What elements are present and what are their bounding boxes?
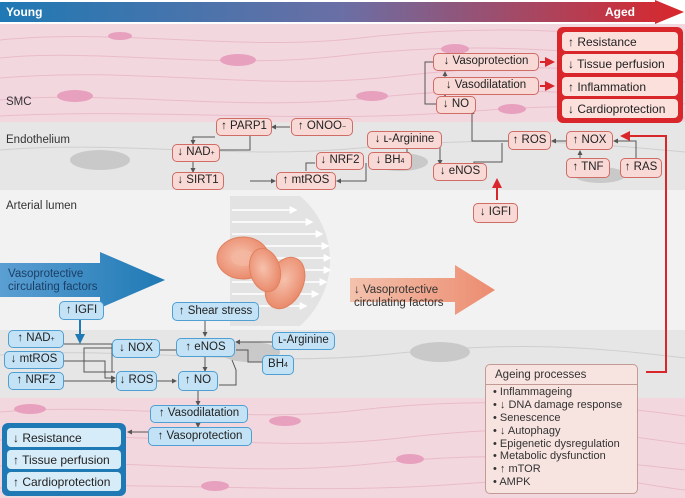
endothelial-nucleus bbox=[410, 342, 470, 362]
node-enos-up: ↑ eNOS bbox=[176, 338, 235, 357]
node-vasodilatation-down: ↓ Vasodilatation bbox=[433, 77, 539, 95]
outcome-inflammation-up: ↑ Inflammation bbox=[562, 77, 678, 96]
node-igf1-down: ↓ IGFI bbox=[473, 203, 518, 223]
aged-circulating-factors-label: ↓ Vasoprotective circulating factors bbox=[354, 284, 444, 309]
ageing-processes-list: Inflammageing ↓ DNA damage response Sene… bbox=[493, 386, 622, 489]
smc-nucleus bbox=[269, 416, 301, 426]
ageing-item-inflammageing: Inflammageing bbox=[493, 386, 622, 399]
young-outcomes-panel: ↓ Resistance ↑ Tissue perfusion ↑ Cardio… bbox=[2, 423, 126, 496]
smc-nucleus bbox=[356, 91, 388, 101]
arterial-lumen-label: Arterial lumen bbox=[6, 200, 77, 212]
node-no-down: ↓ NO bbox=[436, 96, 476, 114]
node-vasoprotection-down: ↓ Vasoprotection bbox=[433, 53, 539, 71]
ageing-item-metabolic-dysfunction: Metabolic dysfunction bbox=[493, 450, 622, 463]
outcome-tissue-perfusion-down: ↓ Tissue perfusion bbox=[562, 54, 678, 73]
endothelium-label: Endothelium bbox=[6, 134, 70, 146]
node-mtros-up: ↑ mtROS bbox=[276, 172, 336, 190]
smc-nucleus bbox=[108, 32, 132, 40]
outcome-resistance-up: ↑ Resistance bbox=[562, 32, 678, 51]
aged-outcomes-panel: ↑ Resistance ↓ Tissue perfusion ↑ Inflam… bbox=[557, 27, 683, 123]
node-shear-stress-up: ↑ Shear stress bbox=[172, 302, 259, 321]
smc-nucleus bbox=[57, 90, 93, 102]
young-label: Young bbox=[6, 5, 43, 19]
smc-nucleus bbox=[396, 454, 424, 464]
node-nrf2-up: ↑ NRF2 bbox=[8, 372, 64, 390]
ageing-item-senescence: Senescence bbox=[493, 412, 622, 425]
node-ros-up: ↑ ROS bbox=[508, 131, 551, 150]
age-gradient-arrow bbox=[0, 0, 684, 24]
ageing-item-dna-damage-response: ↓ DNA damage response bbox=[493, 399, 622, 412]
node-nad-down: ↓ NAD+ bbox=[172, 144, 220, 162]
node-vasoprotection-up: ↑ Vasoprotection bbox=[148, 427, 252, 446]
smc-label: SMC bbox=[6, 96, 32, 108]
node-nrf2-down: ↓ NRF2 bbox=[316, 152, 364, 170]
node-nad-up: ↑ NAD+ bbox=[8, 330, 64, 348]
smc-nucleus bbox=[201, 481, 229, 491]
ageing-item-mtor: ↑ mTOR bbox=[493, 463, 622, 476]
node-parp1-up: ↑ PARP1 bbox=[216, 118, 272, 136]
red-blood-cell bbox=[248, 247, 282, 293]
young-circulating-factors-label: Vasoprotective circulating factors bbox=[8, 268, 98, 293]
node-sirt1-down: ↓ SIRT1 bbox=[172, 172, 224, 190]
node-nox-down: ↓ NOX bbox=[112, 339, 160, 358]
node-ros-down: ↓ ROS bbox=[116, 371, 157, 391]
ageing-item-epigenetic-dysregulation: Epigenetic dysregulation bbox=[493, 438, 622, 451]
ageing-processes-title: Ageing processes bbox=[486, 365, 637, 385]
aged-label: Aged bbox=[605, 5, 635, 19]
smc-nucleus bbox=[220, 54, 256, 66]
node-vasodilatation-up: ↑ Vasodilatation bbox=[150, 405, 248, 423]
smc-nucleus bbox=[498, 104, 526, 114]
node-l-arginine-down: ↓ ʟ-Arginine bbox=[367, 131, 442, 149]
outcome-tissue-perfusion-up: ↑ Tissue perfusion bbox=[7, 450, 121, 469]
node-l-arginine: ʟ-Arginine bbox=[272, 332, 335, 350]
ageing-processes-box: Ageing processes Inflammageing ↓ DNA dam… bbox=[485, 364, 638, 494]
node-igf1-up: ↑ IGFI bbox=[59, 301, 104, 320]
endothelial-nucleus bbox=[70, 150, 130, 170]
smc-nucleus bbox=[14, 404, 46, 414]
outcome-cardioprotection-down: ↓ Cardioprotection bbox=[562, 99, 678, 118]
ageing-item-ampk: AMPK bbox=[493, 476, 622, 489]
smc-nucleus bbox=[441, 44, 469, 54]
node-onoo-up: ↑ ONOO− bbox=[291, 118, 353, 136]
ageing-item-autophagy: ↓ Autophagy bbox=[493, 425, 622, 438]
node-tnf-up: ↑ TNF bbox=[566, 158, 610, 178]
young-circulating-arrow bbox=[0, 252, 165, 308]
aged-circulating-arrow bbox=[350, 265, 495, 315]
node-enos-down: ↓ eNOS bbox=[433, 163, 487, 181]
node-nox-up: ↑ NOX bbox=[566, 131, 613, 150]
outcome-cardioprotection-up: ↑ Cardioprotection bbox=[7, 472, 121, 491]
node-no-up: ↑ NO bbox=[178, 371, 218, 391]
node-ras-up: ↑ RAS bbox=[620, 158, 662, 178]
outcome-resistance-down: ↓ Resistance bbox=[7, 428, 121, 447]
node-mtros-down: ↓ mtROS bbox=[4, 351, 64, 369]
